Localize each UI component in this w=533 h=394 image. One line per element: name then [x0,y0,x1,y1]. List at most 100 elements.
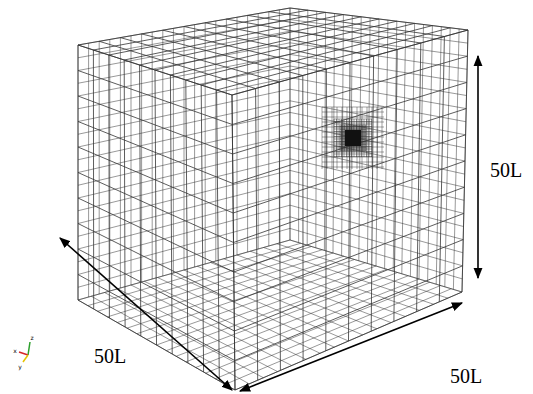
dimension-arrows [60,56,478,391]
refined-core [345,130,361,146]
mesh-line [445,28,450,287]
refined-line [340,129,366,130]
refined-line [364,125,365,151]
height-arrow [477,56,479,278]
refined-line [367,107,368,169]
mesh-line [232,30,468,95]
refined-line [365,125,366,151]
mesh-line [233,109,466,184]
refined-line [342,107,343,169]
mesh-line [157,266,377,345]
mesh-line [226,19,397,49]
refined-line [377,107,378,169]
mesh-line [176,273,397,357]
mesh-line [233,82,467,154]
mesh-line [78,173,234,243]
refined-line [322,147,384,148]
axis-label: x [13,348,17,354]
axis-triad [19,342,30,362]
refined-line [334,154,372,155]
refined-line [322,107,384,108]
axis-label: z [30,335,33,341]
y-axis [23,355,28,362]
mesh-line [78,71,232,125]
mesh-line [462,30,468,292]
refined-line [334,151,372,152]
mesh-line [439,37,444,302]
cube-mesh [78,8,468,390]
dimension-label: 50L [94,346,126,366]
refined-line [332,107,333,169]
depth-arrow [60,238,232,390]
mesh-line [232,95,235,390]
mesh-line [140,17,362,65]
mesh-line [462,30,468,292]
mesh-line [78,147,233,213]
refined-line [322,157,384,158]
axis-label: y [18,364,22,370]
refined-line [340,150,366,151]
refined-line [322,117,384,118]
mesh-line [170,75,172,354]
refined-line [334,146,372,147]
mesh-line [277,244,448,298]
refined-line [340,126,366,127]
refined-line [340,125,341,151]
refined-line [337,107,338,169]
refined-line [344,125,345,151]
refined-line [322,112,384,113]
refined-line [334,126,372,127]
mesh-line [453,29,459,290]
refined-line [322,152,384,153]
refined-line [334,129,372,130]
width-arrow [240,303,462,391]
refined-line [362,125,363,151]
refined-line [327,107,328,169]
mesh-line [233,135,465,213]
refined-line [322,167,384,168]
refined-line [334,156,372,157]
refined-line [372,107,373,169]
refined-line [322,122,384,123]
mesh-line [184,27,350,63]
mesh-line [211,263,377,329]
refined-line [340,149,366,150]
mesh-line [371,56,373,331]
mesh-line [217,28,451,90]
mesh-line [201,26,432,85]
refined-line [340,125,366,126]
refined-line [334,149,372,150]
mesh-line [224,259,391,323]
mesh-line [290,8,468,30]
mesh-line [78,122,233,184]
refined-line [340,147,366,148]
dimension-label: 50L [450,366,482,386]
refined-line [334,124,372,125]
mesh-line [237,255,405,317]
mesh-line [196,279,419,368]
mesh-line [234,161,466,243]
refined-line [362,107,363,169]
refined-line [322,162,384,163]
mesh-line [201,85,203,372]
refined-line [322,107,323,169]
mesh-line [268,12,269,246]
mesh-line [78,31,290,70]
mesh-line [215,286,440,379]
mesh-line [78,96,233,154]
mesh-line [186,80,188,363]
refined-line [382,107,383,169]
refined-region [322,107,384,169]
refined-line [343,125,344,151]
z-axis [28,342,30,355]
mesh-line [290,240,462,292]
refined-line [334,119,372,120]
dimension-label: 50L [490,160,522,180]
refined-line [341,125,342,151]
mesh-line [217,90,220,381]
x-axis [19,352,28,355]
mesh-line [184,270,349,341]
mesh-line [417,43,421,312]
